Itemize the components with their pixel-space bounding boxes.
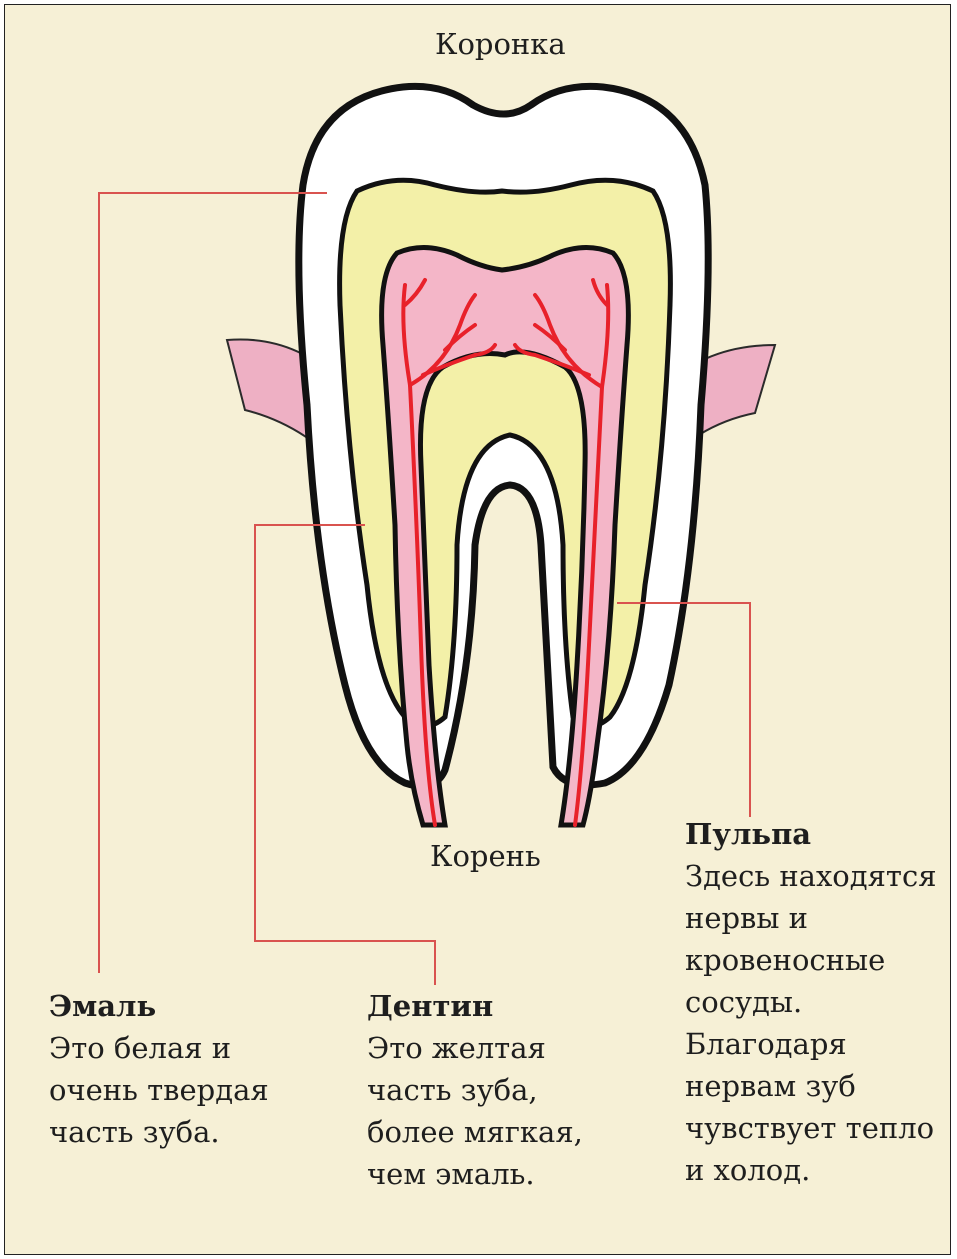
pulp-title: Пульпа <box>685 813 937 855</box>
enamel-caption: Эмаль Это белая и очень твердая часть зу… <box>49 985 269 1153</box>
enamel-title: Эмаль <box>49 985 269 1027</box>
pulp-desc-line: сосуды. <box>685 981 937 1023</box>
root-label: Корень <box>430 835 541 877</box>
enamel-desc-line: очень твердая <box>49 1069 269 1111</box>
pulp-desc-line: кровеносные <box>685 939 937 981</box>
diagram-frame: Коронка Корень Эмаль Это белая и очень т… <box>4 4 951 1255</box>
crown-label: Коронка <box>435 23 566 65</box>
enamel-leader <box>99 193 327 973</box>
pulp-caption: Пульпа Здесь находятся нервы и кровеносн… <box>685 813 937 1191</box>
pulp-desc-line: нервам зуб <box>685 1065 937 1107</box>
pulp-desc-line: чувствует тепло <box>685 1107 937 1149</box>
dentin-desc-line: более мягкая, <box>367 1111 583 1153</box>
pulp-desc-line: Благодаря <box>685 1023 937 1065</box>
pulp-desc-line: Здесь находятся <box>685 855 937 897</box>
dentin-title: Дентин <box>367 985 583 1027</box>
pulp-desc-line: нервы и <box>685 897 937 939</box>
pulp-desc-line: и холод. <box>685 1149 937 1191</box>
enamel-desc-line: часть зуба. <box>49 1111 269 1153</box>
dentin-desc-line: часть зуба, <box>367 1069 583 1111</box>
dentin-desc-line: Это желтая <box>367 1027 583 1069</box>
dentin-desc-line: чем эмаль. <box>367 1153 583 1195</box>
enamel-desc-line: Это белая и <box>49 1027 269 1069</box>
dentin-caption: Дентин Это желтая часть зуба, более мягк… <box>367 985 583 1195</box>
